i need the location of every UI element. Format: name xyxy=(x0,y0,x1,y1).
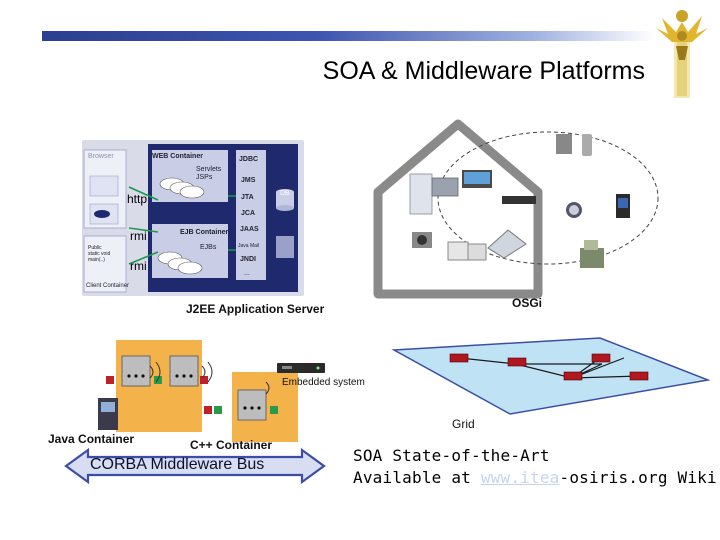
client-container-label: Client Container xyxy=(86,283,130,289)
corba-bus-label: CORBA Middleware Bus xyxy=(90,456,265,473)
embedded-device-icon xyxy=(277,363,325,373)
api-jms: JMS xyxy=(241,177,256,184)
itea-link[interactable]: www.itea xyxy=(480,468,560,487)
api-jndi: JNDI xyxy=(240,256,256,263)
soa-note-line1: SOA State-of-the-Art xyxy=(353,446,550,465)
protocol-rmi-1: rmi xyxy=(130,229,147,243)
title-gradient-bar xyxy=(42,31,654,41)
soa-note-line2: Available at www.itea-osiris.org Wiki xyxy=(353,467,717,489)
api-javamail: Java Mail xyxy=(238,243,260,249)
j2ee-caption: J2EE Application Server xyxy=(186,302,325,316)
grid-diagram xyxy=(391,337,710,415)
slide-title: SOA & Middleware Platforms xyxy=(322,57,645,85)
cpp-container-label: C++ Container xyxy=(190,438,273,452)
ejb-container-label: EJB Container xyxy=(180,229,229,236)
db-label: DB xyxy=(280,190,290,197)
protocol-http: http xyxy=(127,192,148,206)
osiris-logo-icon xyxy=(656,10,708,98)
soa-note-prefix: Available at xyxy=(353,468,481,487)
api-more: ... xyxy=(244,270,250,277)
browser-label: Browser xyxy=(88,153,114,160)
osgi-caption: OSGi xyxy=(512,296,543,310)
servlets-jsps-label: Servlets JSPs xyxy=(196,166,222,181)
ejbs-label: EJBs xyxy=(200,244,217,251)
soa-note-suffix: -osiris.org Wiki xyxy=(559,468,717,487)
protocol-rmi-2: rmi xyxy=(130,259,147,273)
osgi-house-diagram xyxy=(373,119,659,299)
api-jdbc: JDBC xyxy=(239,156,259,163)
api-jca: JCA xyxy=(241,210,256,217)
embedded-system-label: Embedded system xyxy=(282,377,365,388)
web-container-label: WEB Container xyxy=(152,153,203,160)
api-jaas: JAAS xyxy=(240,226,259,233)
corba-containers-diagram xyxy=(98,340,298,442)
j2ee-architecture-diagram xyxy=(83,144,298,293)
java-container-label: Java Container xyxy=(48,432,135,446)
grid-caption: Grid xyxy=(452,417,475,431)
api-jta: JTA xyxy=(241,194,254,201)
soa-note: SOA State-of-the-Art Available at www.it… xyxy=(353,445,717,489)
corba-bus-arrow xyxy=(64,447,326,485)
app-client-label: Public static void main(..) xyxy=(88,245,111,263)
